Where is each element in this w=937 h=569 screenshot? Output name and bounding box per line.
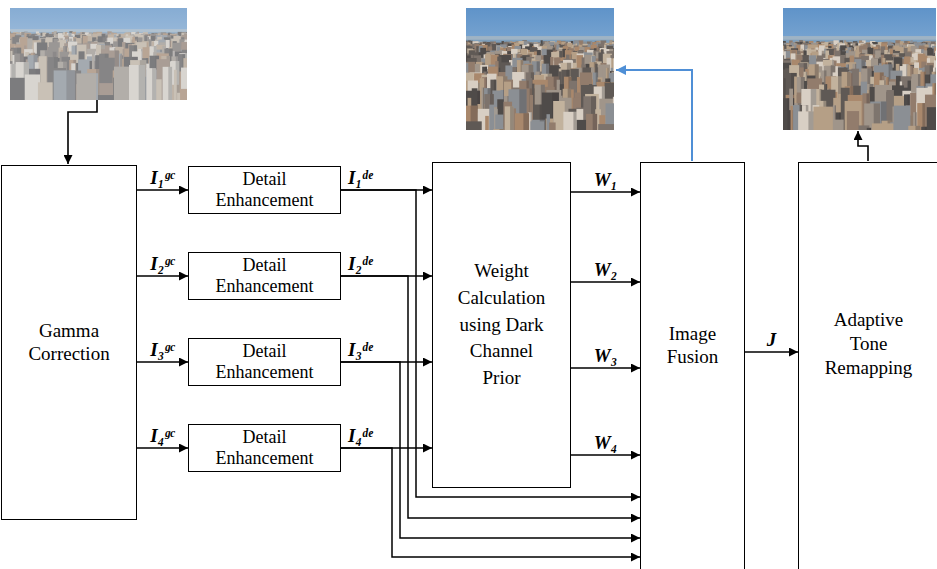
connector-arrow xyxy=(137,447,188,449)
process-box: Gamma Correction xyxy=(1,165,137,520)
signal-label: I₂ᵈᵉ xyxy=(348,254,373,275)
box-label: Detail Enhancement xyxy=(216,255,314,296)
box-label: Adaptive Tone Remapping xyxy=(825,308,913,380)
signal-label: W₃ xyxy=(594,346,618,367)
box-label: Gamma Correction xyxy=(28,320,109,366)
process-box: Detail Enhancement xyxy=(188,338,341,386)
signal-label: I₁ᵍᶜ xyxy=(150,168,174,189)
box-label: Detail Enhancement xyxy=(216,169,314,210)
process-box: Detail Enhancement xyxy=(188,424,341,472)
signal-label: I₃ᵈᵉ xyxy=(348,340,373,361)
connector-arrow xyxy=(571,367,640,369)
signal-label: J xyxy=(767,330,777,351)
connector-arrow xyxy=(137,361,188,363)
process-box: Adaptive Tone Remapping xyxy=(798,162,937,569)
process-box: Image Fusion xyxy=(640,162,745,569)
connector-arrow xyxy=(137,275,188,277)
output-photo xyxy=(777,8,937,184)
process-box: Weight Calculation using Dark Channel Pr… xyxy=(432,162,571,488)
connector-arrow xyxy=(137,189,188,191)
input-arrow xyxy=(68,100,97,164)
box-label: Detail Enhancement xyxy=(216,427,314,468)
fused-output-arrow xyxy=(616,70,692,161)
signal-label: W₁ xyxy=(594,170,618,191)
box-label: Weight Calculation using Dark Channel Pr… xyxy=(458,258,546,393)
signal-label: I₃ᵍᶜ xyxy=(150,340,174,361)
connector-arrow xyxy=(571,191,640,193)
signal-label: W₄ xyxy=(594,433,618,454)
output-arrow xyxy=(858,131,868,161)
connector-arrow xyxy=(571,281,640,283)
process-box: Detail Enhancement xyxy=(188,252,341,300)
signal-label: W₂ xyxy=(594,260,618,281)
signal-label: I₂ᵍᶜ xyxy=(150,254,174,275)
signal-label: I₄ᵈᵉ xyxy=(348,426,373,447)
signal-label: I₄ᵍᶜ xyxy=(150,426,174,447)
signal-label: I₁ᵈᵉ xyxy=(348,168,373,189)
connector-arrow xyxy=(571,454,640,456)
box-label: Image Fusion xyxy=(667,322,719,368)
fused-photo xyxy=(460,8,623,184)
process-box: Detail Enhancement xyxy=(188,166,341,214)
connector-arrow xyxy=(745,351,798,353)
box-label: Detail Enhancement xyxy=(216,341,314,382)
input-photo xyxy=(4,8,199,142)
